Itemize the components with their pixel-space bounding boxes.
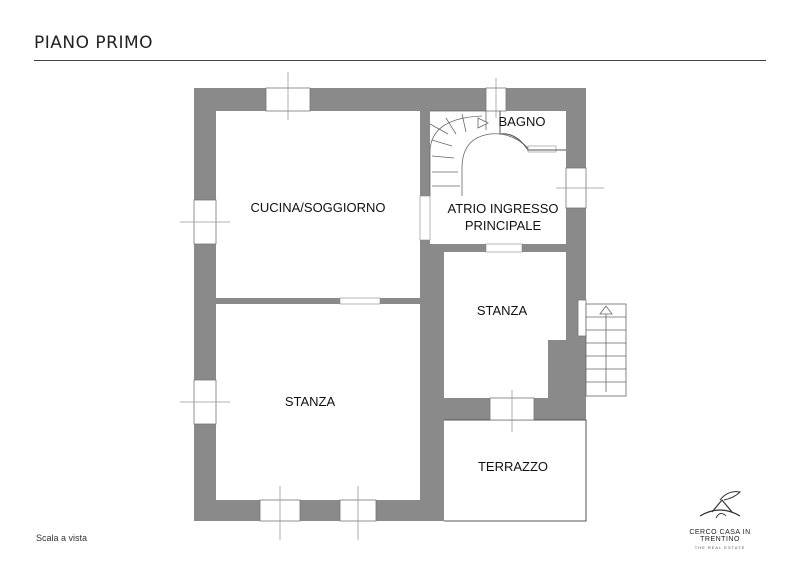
room-label-cucina-soggiorno: CUCINA/SOGGIORNO — [250, 200, 385, 215]
room-label-terrazzo: TERRAZZO — [478, 459, 548, 474]
room-label-bagno: BAGNO — [499, 114, 546, 129]
logo-subtext: THE REAL ESTATE — [694, 545, 746, 550]
room-label-atrio-line2: PRINCIPALE — [465, 218, 542, 233]
window-guides — [180, 72, 604, 540]
spiral-stair — [429, 110, 529, 196]
title-divider — [34, 60, 766, 61]
scale-note: Scala a vista — [36, 533, 88, 543]
room-label-atrio-line1: ATRIO INGRESSO — [448, 201, 559, 216]
room-label-stanza-left: STANZA — [285, 394, 336, 409]
external-stair — [585, 303, 627, 397]
windows — [193, 87, 587, 522]
door-openings — [339, 145, 557, 305]
brand-logo: CERCO CASA IN TRENTINO THE REAL ESTATE — [670, 488, 770, 550]
page-title: PIANO PRIMO — [34, 33, 154, 53]
outer-walls — [194, 88, 586, 521]
logo-text: CERCO CASA IN TRENTINO — [689, 529, 751, 543]
room-label-stanza-right: STANZA — [477, 303, 528, 318]
house-logo-icon — [699, 491, 742, 519]
bagno-partition — [499, 111, 566, 151]
